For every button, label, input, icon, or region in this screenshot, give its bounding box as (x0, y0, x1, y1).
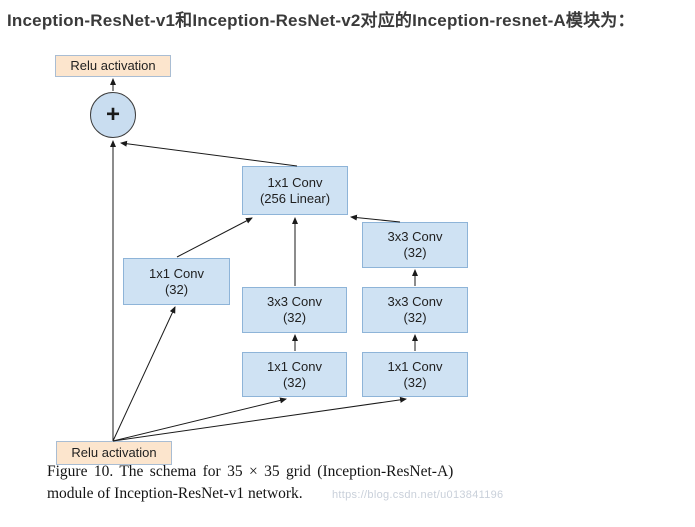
watermark-url: https://blog.csdn.net/u013841196 (332, 489, 504, 501)
conv-label-line1: 3x3 Conv (267, 294, 322, 309)
conv-label-line2: (32) (403, 310, 427, 325)
page-title: Inception-ResNet-v1和Inception-ResNet-v2对… (7, 11, 635, 30)
conv-label-line2: (32) (282, 374, 307, 390)
figure-caption-line1: Figure 10. The schema for 35 × 35 grid (… (47, 463, 454, 480)
conv-label-line2: (32) (403, 374, 427, 390)
plus-icon: + (105, 101, 120, 128)
conv-label-line2: (32) (403, 245, 427, 260)
conv-1x1-32-left-box: 1x1 Conv (32) (123, 258, 230, 305)
conv-1x1-256-linear-box: 1x1 Conv (256 Linear) (242, 166, 348, 215)
conv-3x3-32-middle-box: 3x3 Conv (32) (242, 287, 347, 333)
relu-activation-input-label: Relu activation (71, 445, 157, 460)
conv-label-line1: 1x1 Conv (387, 358, 443, 374)
conv-label-line2: (32) (164, 281, 189, 297)
conv-3x3-32-right-middle-box: 3x3 Conv (32) (362, 287, 468, 333)
conv-label-line1: 1x1 Conv (267, 174, 323, 190)
conv-1x1-32-right-bottom-box: 1x1 Conv (32) (362, 352, 468, 397)
conv-label-line1: 3x3 Conv (387, 229, 443, 244)
inception-resnet-a-diagram: Relu activation + 1x1 Conv (256 Linear) … (0, 40, 695, 465)
conv-label-line2: (256 Linear) (259, 190, 331, 206)
conv-label-line2: (32) (282, 310, 307, 325)
conv-label-line1: 1x1 Conv (267, 358, 322, 374)
figure-caption-line2: module of Inception-ResNet-v1 network. (47, 485, 303, 502)
relu-activation-input-box: Relu activation (56, 441, 172, 465)
relu-activation-output-box: Relu activation (55, 55, 171, 77)
relu-activation-output-label: Relu activation (70, 58, 156, 73)
conv-label-line1: 1x1 Conv (149, 265, 204, 281)
residual-add-node: + (90, 92, 136, 138)
conv-1x1-32-middle-box: 1x1 Conv (32) (242, 352, 347, 397)
conv-label-line1: 3x3 Conv (387, 294, 443, 309)
conv-3x3-32-right-top-box: 3x3 Conv (32) (362, 222, 468, 268)
